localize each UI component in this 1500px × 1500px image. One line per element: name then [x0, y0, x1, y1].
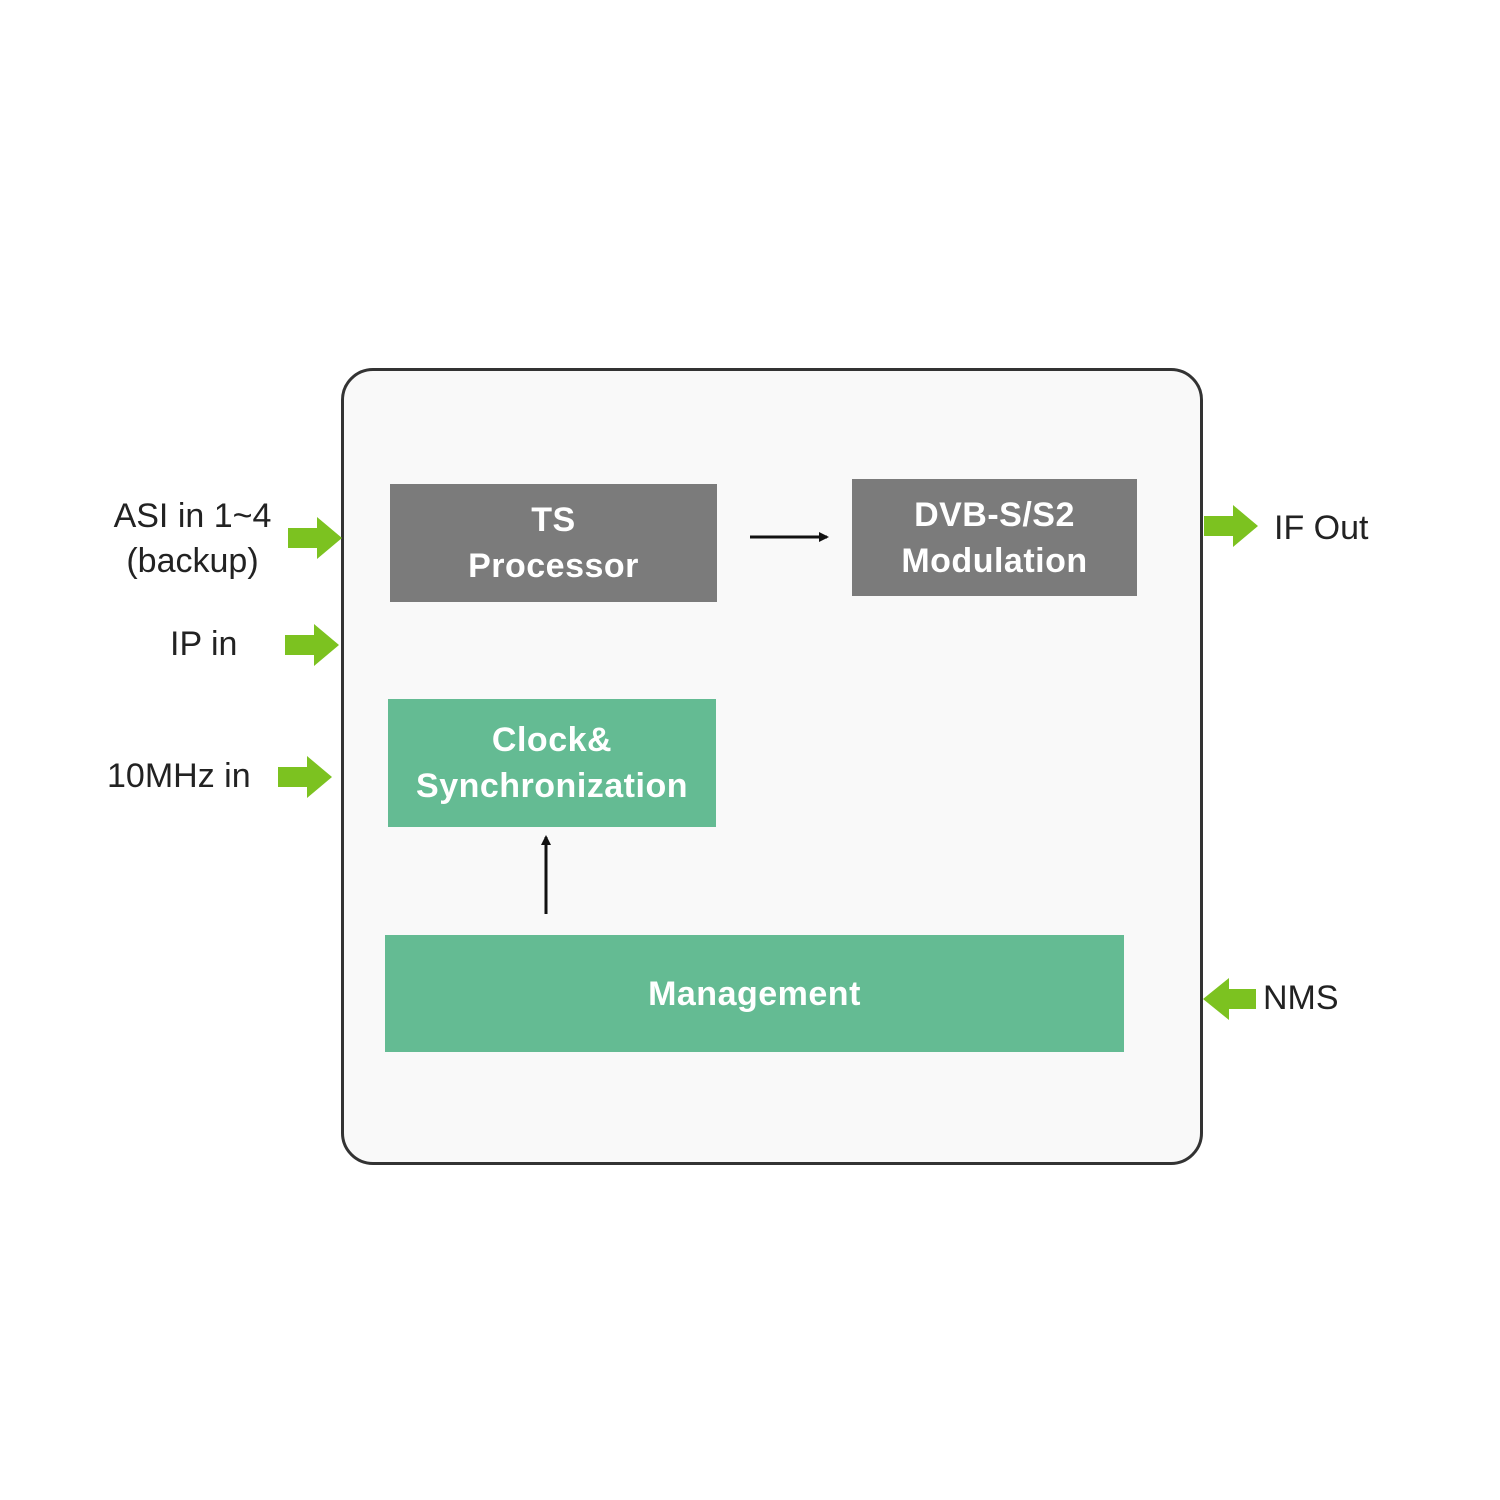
- modulation-block: DVB-S/S2 Modulation: [852, 479, 1137, 596]
- ten-mhz-input-label: 10MHz in: [107, 757, 251, 795]
- asi-input-label: ASI in 1~4 (backup): [100, 494, 285, 584]
- management-label: Management: [648, 974, 861, 1013]
- modulation-line-2: Modulation: [901, 541, 1088, 580]
- ip-input-arrow: [285, 624, 339, 666]
- ts-processor-line-1: TS: [531, 501, 576, 539]
- modulation-line-1: DVB-S/S2: [914, 495, 1075, 534]
- asi-input-line-2: (backup): [126, 542, 259, 580]
- nms-input-arrow: [1203, 978, 1256, 1020]
- ts-processor-block: TS Processor: [390, 484, 717, 602]
- if-out-label: IF Out: [1274, 509, 1369, 547]
- clock-sync-line-1: Clock&: [491, 721, 613, 759]
- asi-input-arrow: [288, 517, 342, 559]
- clock-sync-line-2: Synchronization: [416, 767, 688, 805]
- asi-input-line-1: ASI in 1~4: [113, 497, 272, 535]
- clock-sync-block: Clock& Synchronization: [388, 699, 716, 827]
- management-block: Management: [385, 935, 1124, 1052]
- ip-input-label: IP in: [170, 625, 238, 663]
- nms-label: NMS: [1263, 979, 1339, 1017]
- ts-processor-line-2: Processor: [468, 547, 639, 585]
- ten-mhz-input-arrow: [278, 756, 332, 798]
- if-out-arrow: [1204, 505, 1258, 547]
